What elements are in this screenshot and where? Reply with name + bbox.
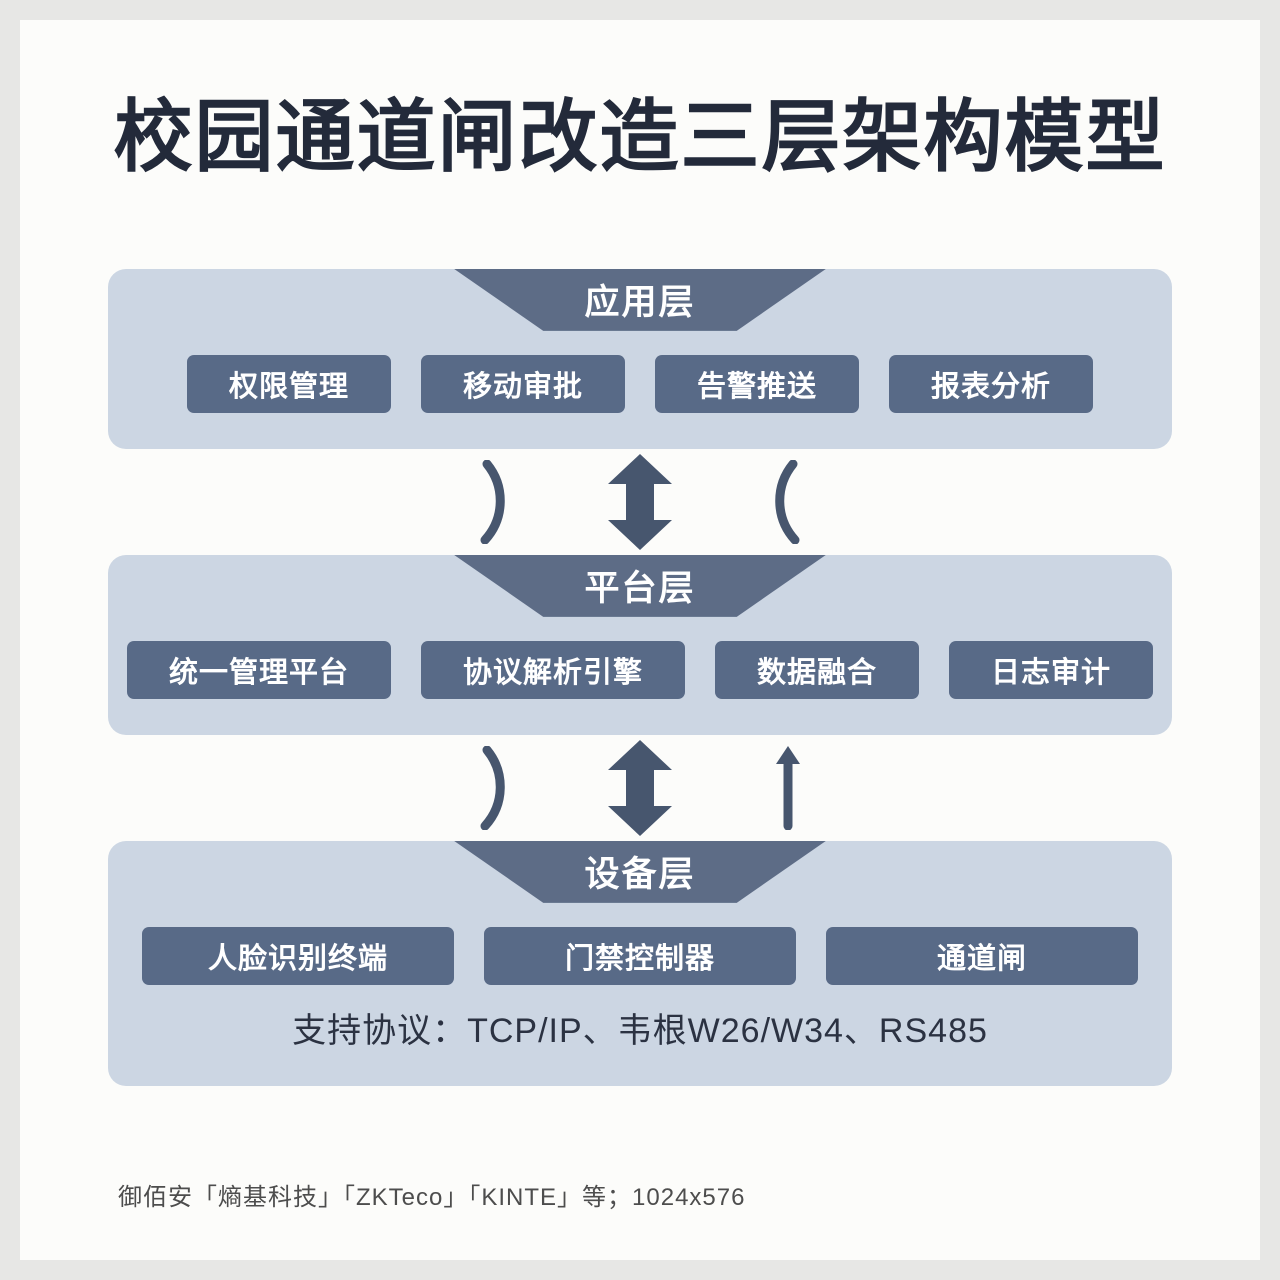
layer-title: 应用层 [584, 283, 696, 323]
curve-down-icon [475, 459, 509, 544]
item-box: 协议解析引擎 [420, 640, 685, 699]
layer-title: 设备层 [584, 855, 696, 895]
double-arrow-icon [601, 739, 679, 836]
connector-app-platform [108, 449, 1172, 555]
curve-down-icon [475, 745, 509, 830]
item-box: 权限管理 [186, 354, 391, 413]
item-box: 告警推送 [655, 354, 860, 413]
layer-header-device: 设备层 [454, 840, 826, 903]
connector-platform-device [108, 735, 1172, 841]
arrow-up-icon [771, 745, 805, 830]
diagram-card: 校园通道闸改造三层架构模型 应用层 权限管理 移动审批 告警推送 报表分析 [20, 20, 1260, 1260]
layer-header-platform: 平台层 [454, 554, 826, 617]
diagram-content: 校园通道闸改造三层架构模型 应用层 权限管理 移动审批 告警推送 报表分析 [20, 20, 1260, 1086]
item-box: 移动审批 [420, 354, 625, 413]
item-label: 统一管理平台 [168, 656, 349, 689]
item-box: 通道闸 [826, 926, 1138, 985]
item-box: 报表分析 [889, 354, 1094, 413]
protocol-note: 支持协议：TCP/IP、韦根W26/W34、RS485 [292, 1011, 988, 1050]
item-label: 通道闸 [936, 942, 1027, 975]
item-box: 统一管理平台 [126, 640, 391, 699]
layer-items-platform: 统一管理平台 协议解析引擎 数据融合 日志审计 [108, 640, 1172, 735]
layer-items-application: 权限管理 移动审批 告警推送 报表分析 [108, 354, 1172, 449]
double-arrow-icon [601, 453, 679, 550]
item-label: 门禁控制器 [564, 942, 715, 975]
layer-panel-application: 应用层 权限管理 移动审批 告警推送 报表分析 [108, 268, 1172, 449]
layer-panel-device: 设备层 人脸识别终端 门禁控制器 通道闸 支持协议：TCP/IP、韦根W26/W… [108, 840, 1172, 1086]
item-label: 报表分析 [931, 370, 1052, 403]
item-label: 人脸识别终端 [207, 942, 388, 975]
item-label: 协议解析引擎 [462, 656, 643, 689]
layer-title: 平台层 [584, 569, 696, 609]
item-label: 数据融合 [757, 656, 878, 689]
item-label: 移动审批 [462, 370, 583, 403]
item-label: 权限管理 [228, 370, 349, 403]
layer-panel-platform: 平台层 统一管理平台 协议解析引擎 数据融合 日志审计 [108, 554, 1172, 735]
item-box: 人脸识别终端 [142, 926, 454, 985]
item-label: 告警推送 [697, 370, 818, 403]
curve-up-icon [771, 459, 805, 544]
layer-header-application: 应用层 [454, 268, 826, 331]
layer-items-device: 人脸识别终端 门禁控制器 通道闸 [108, 926, 1172, 1003]
item-box: 数据融合 [715, 640, 920, 699]
item-box: 日志审计 [949, 640, 1154, 699]
footer-credit: 御佰安「熵基科技」「ZKTeco」「KINTE」等；1024x576 [118, 1184, 746, 1211]
item-label: 日志审计 [991, 656, 1112, 689]
item-box: 门禁控制器 [484, 926, 796, 985]
page-title: 校园通道闸改造三层架构模型 [113, 92, 1167, 181]
